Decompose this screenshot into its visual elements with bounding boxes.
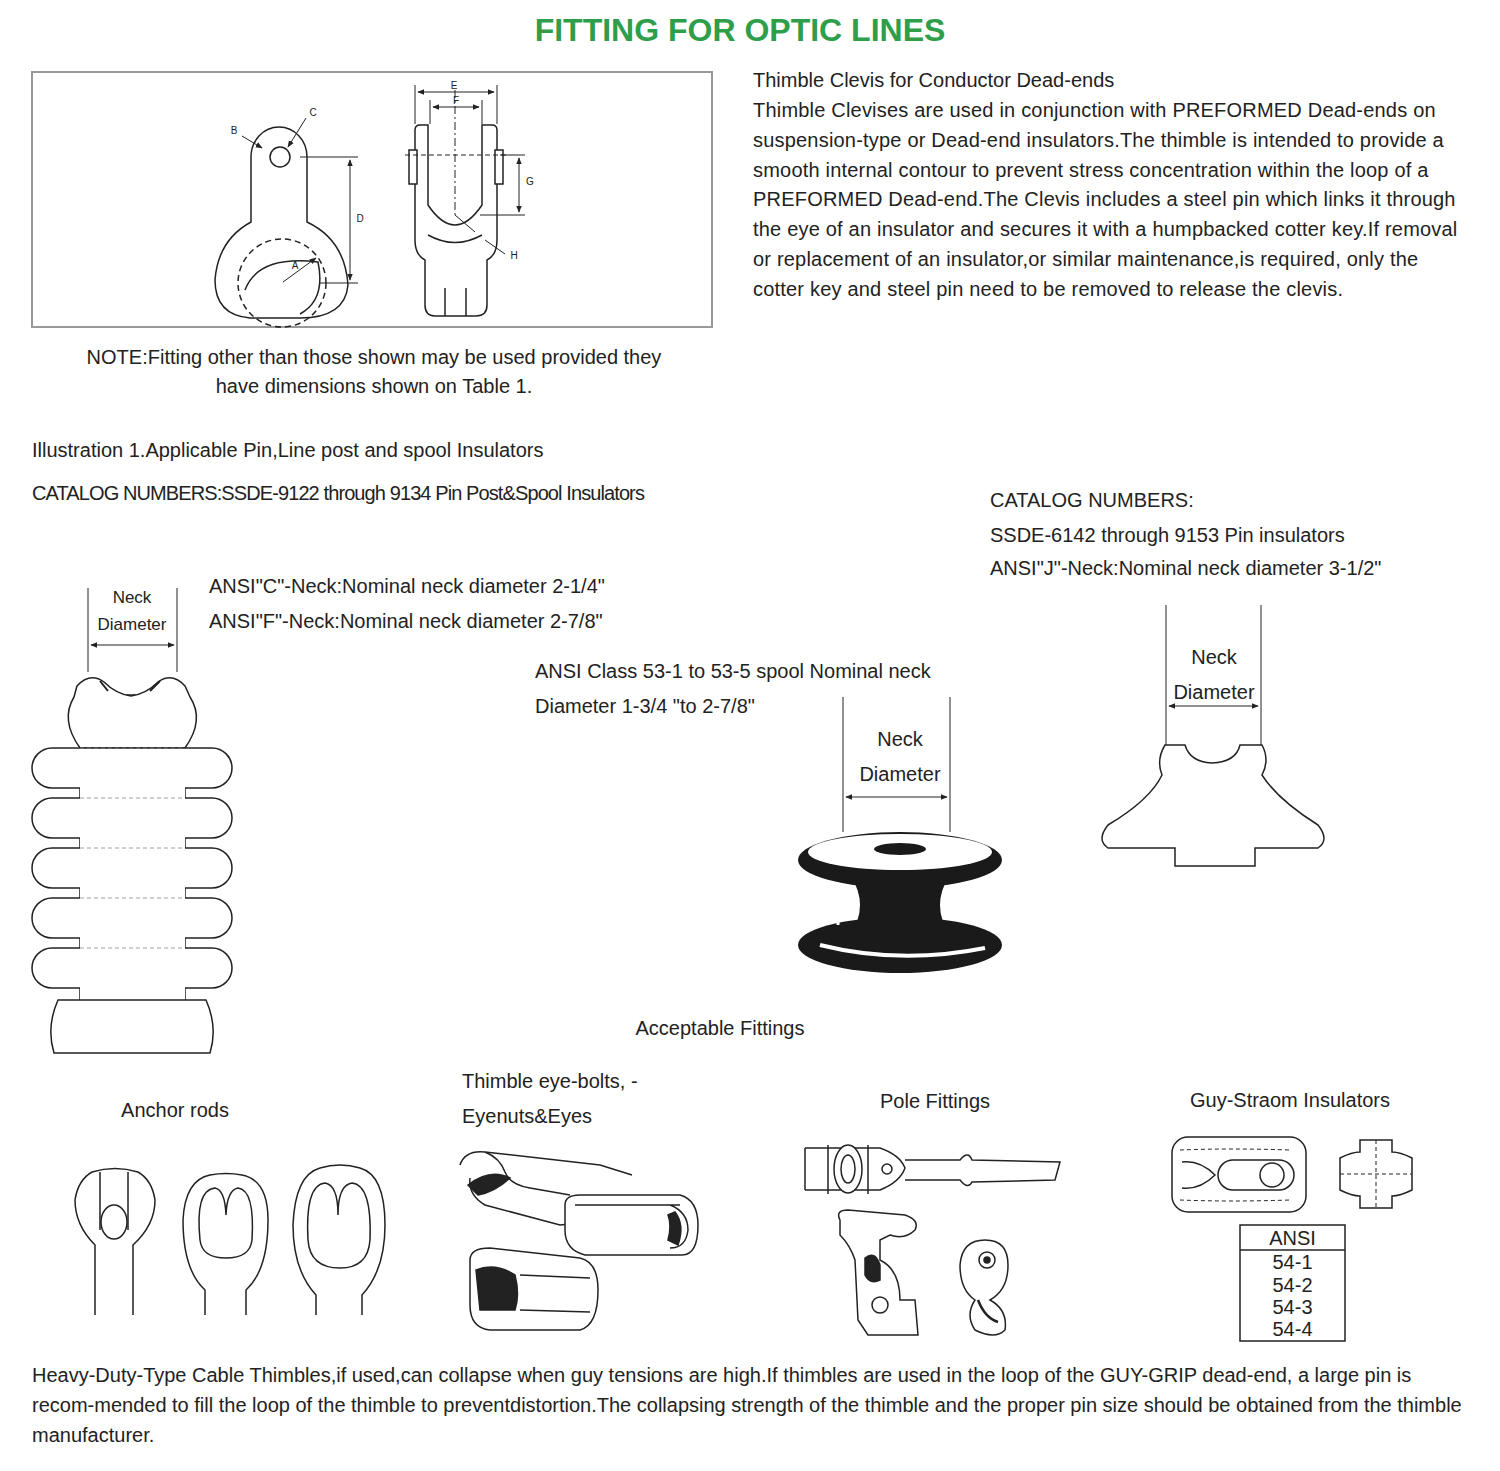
fitting-label: Pole Fittings xyxy=(835,1087,1035,1115)
guy-strain-insulator xyxy=(1172,1137,1412,1341)
fitting-label: Thimble eye-bolts, -Eyenuts&Eyes xyxy=(462,1064,667,1134)
neck-label: Neck Diameter xyxy=(845,722,955,792)
dimension-letter: G xyxy=(523,176,537,188)
spool-spec: ANSI Class 53-1 to 53-5 spool Nominal ne… xyxy=(535,654,1015,724)
pin-insulator xyxy=(1102,605,1324,866)
dimension-letter: D xyxy=(353,213,367,225)
neck-label: Neck Diameter xyxy=(82,584,182,638)
drawing-frame xyxy=(32,72,712,327)
fitting-label: Anchor rods xyxy=(75,1096,275,1124)
description: Thimble Clevises are used in conjunction… xyxy=(753,96,1465,305)
illustration-caption: Illustration 1.Applicable Pin,Line post … xyxy=(32,437,932,463)
table-cell: 54-2 xyxy=(1240,1274,1345,1296)
post-insulator xyxy=(32,588,232,1053)
pole-fitting xyxy=(805,1145,1060,1335)
catalog-numbers: CATALOG NUMBERS:SSDE-9122 through 9134 P… xyxy=(32,480,932,506)
table-cell: 54-4 xyxy=(1240,1318,1345,1340)
clevis-side-view xyxy=(405,85,525,316)
anchor-rod xyxy=(75,1165,385,1315)
fitting-label: Guy-Straom Insulators xyxy=(1150,1086,1430,1114)
neck-spec: ANSI"C"-Neck:Nominal neck diameter 2-1/4… xyxy=(209,572,729,600)
neck-spec: ANSI"J"-Neck:Nominal neck diameter 3-1/2… xyxy=(990,554,1490,582)
table-cell: 54-1 xyxy=(1240,1251,1345,1273)
dimension-letter: E xyxy=(447,80,461,92)
catalog-numbers: SSDE-6142 through 9153 Pin insulators xyxy=(990,521,1470,549)
table-cell: 54-3 xyxy=(1240,1296,1345,1318)
neck-label: Neck Diameter xyxy=(1159,640,1269,710)
dimension-letter: C xyxy=(306,107,320,119)
thimble-eye-bolt xyxy=(460,1152,698,1330)
spool-insulator xyxy=(798,697,1002,973)
dimension-letter: B xyxy=(227,125,241,137)
note: NOTE:Fitting other than those shown may … xyxy=(70,343,678,401)
dimension-letter: F xyxy=(449,95,463,107)
clevis-front-view xyxy=(215,118,358,327)
dimension-letter: H xyxy=(507,250,521,262)
table-header: ANSI xyxy=(1240,1227,1345,1249)
section-heading: Thimble Clevis for Conductor Dead-ends xyxy=(753,66,1473,94)
dimension-letter: A xyxy=(288,260,302,272)
catalog-heading: CATALOG NUMBERS: xyxy=(990,486,1470,514)
section-heading: Acceptable Fittings xyxy=(600,1014,840,1042)
footnote: Heavy-Duty-Type Cable Thimbles,if used,c… xyxy=(32,1360,1477,1450)
neck-spec: ANSI"F"-Neck:Nominal neck diameter 2-7/8… xyxy=(209,607,729,635)
page-title: FITTING FOR OPTIC LINES xyxy=(340,10,1140,50)
